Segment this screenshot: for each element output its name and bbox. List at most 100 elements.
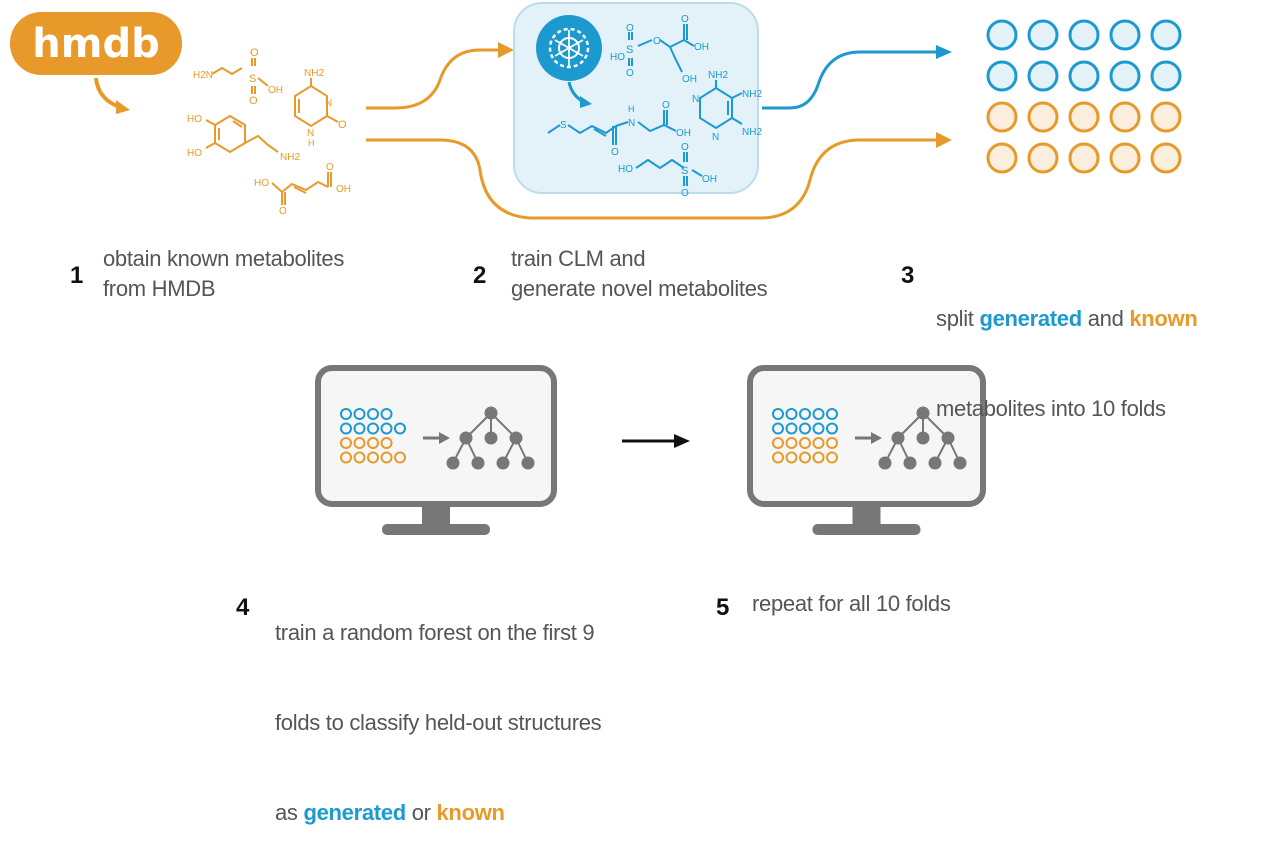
known-fold-circle (1027, 142, 1059, 174)
tree-node (891, 431, 905, 445)
atom-label: S (560, 120, 567, 131)
molecule-generated-4 (635, 152, 703, 186)
atom-label: N (692, 94, 699, 105)
known-dot (826, 451, 838, 464)
known-dot (785, 451, 798, 464)
arrowhead-icon (871, 432, 882, 444)
atom-label: O (681, 14, 689, 25)
arrowhead-icon (936, 132, 952, 148)
known-fold-circle (1068, 101, 1100, 133)
flow-arrow-to-clm (366, 48, 500, 110)
atom-label: O (662, 100, 670, 111)
generated-dot (353, 408, 366, 420)
atom-label: HO (187, 114, 202, 125)
step-2-text: train CLM and generate novel metabolites (511, 244, 768, 304)
step-4-line-3: as generated or known (275, 798, 601, 828)
known-dot (799, 437, 811, 449)
generated-dot (772, 422, 784, 435)
arrowhead-icon (498, 42, 514, 58)
known-keyword: known (1129, 306, 1198, 331)
generated-molecules (547, 24, 743, 186)
known-dot (340, 451, 352, 464)
known-fold-circle (1027, 101, 1059, 133)
generated-fold-circle (986, 19, 1018, 51)
neural-network-icon (536, 15, 602, 81)
hmdb-logo: hmdb (10, 12, 182, 114)
atom-label: O (681, 188, 689, 199)
step-4-prefix: as (275, 800, 304, 825)
molecule-taurine (211, 58, 269, 94)
known-fold-circle (1109, 101, 1141, 133)
known-dot (353, 437, 366, 449)
atom-label: H2N (193, 70, 213, 81)
step-2-line-2: generate novel metabolites (511, 276, 768, 301)
known-dot (367, 437, 379, 449)
generated-dot (380, 408, 393, 420)
monitor-fold-1 (315, 365, 557, 535)
known-molecule-labels: H2N S O O OH NH2 N N H O HO HO NH2 HO O … (187, 47, 351, 217)
atom-label: O (249, 95, 258, 107)
known-fold-circle (986, 142, 1018, 174)
tree-node (471, 456, 485, 470)
arrowhead-icon (936, 45, 952, 59)
known-dot (812, 451, 825, 464)
atom-label: OH (694, 42, 709, 53)
monitor-screen (747, 365, 986, 507)
atom-label: HO (187, 148, 202, 159)
generated-dot (785, 408, 798, 420)
tree-node (446, 456, 460, 470)
atom-label: S (249, 73, 256, 85)
known-molecules (205, 58, 339, 205)
known-dot (826, 437, 838, 449)
step-1-line-1: obtain known metabolites (103, 246, 345, 271)
step-3-prefix: split (936, 306, 980, 331)
monitor-stand-base (382, 524, 490, 535)
generated-dot (394, 422, 406, 435)
step-2-number: 2 (473, 262, 487, 289)
step-1-line-2: from HMDB (103, 276, 216, 301)
known-dot (772, 451, 784, 464)
atom-label: O (626, 23, 634, 34)
atom-label: S (681, 165, 688, 177)
atom-label: H (308, 138, 315, 148)
atom-label: NH2 (742, 127, 762, 138)
generated-fold-circle (1027, 19, 1059, 51)
known-fold-circle (1150, 101, 1182, 133)
atom-label: O (681, 142, 689, 153)
generated-dot (799, 422, 811, 435)
atom-label: OH (702, 174, 717, 185)
known-fold-circle (1109, 142, 1141, 174)
atom-label: O (250, 47, 259, 59)
atom-label: HO (610, 52, 625, 63)
generated-dot (367, 422, 379, 435)
atom-label: NH2 (708, 70, 728, 81)
tree-node (484, 431, 498, 445)
known-dot (394, 451, 406, 464)
tree-node (953, 456, 967, 470)
known-keyword: known (436, 800, 505, 825)
flow-arrow-known-to-folds (366, 138, 938, 220)
generated-fold-circle (1068, 19, 1100, 51)
hmdb-logo-text: hmdb (32, 21, 159, 67)
generated-fold-circle (1150, 60, 1182, 92)
step-3-line-2: metabolites into 10 folds (936, 396, 1166, 421)
atom-label: S (626, 44, 633, 56)
monitor-screen (315, 365, 557, 507)
atom-label: NH2 (280, 152, 300, 163)
atom-label: O (653, 36, 661, 47)
step-1-text: obtain known metabolites from HMDB (103, 244, 344, 304)
step-4-mid: or (405, 800, 437, 825)
tree-node (521, 456, 535, 470)
generated-fold-circle (1109, 60, 1141, 92)
atom-label: HO (254, 178, 269, 189)
generated-dot (380, 422, 393, 435)
tree-node (928, 456, 942, 470)
tree-node (496, 456, 510, 470)
atom-label: NH2 (304, 68, 324, 79)
molecule-generated-3 (699, 80, 743, 130)
atom-label: O (338, 119, 347, 131)
generated-dot (826, 422, 838, 435)
step-3-line-1: split generated and known (936, 304, 1198, 334)
generated-dot (772, 408, 784, 420)
known-fold-circle (1150, 142, 1182, 174)
